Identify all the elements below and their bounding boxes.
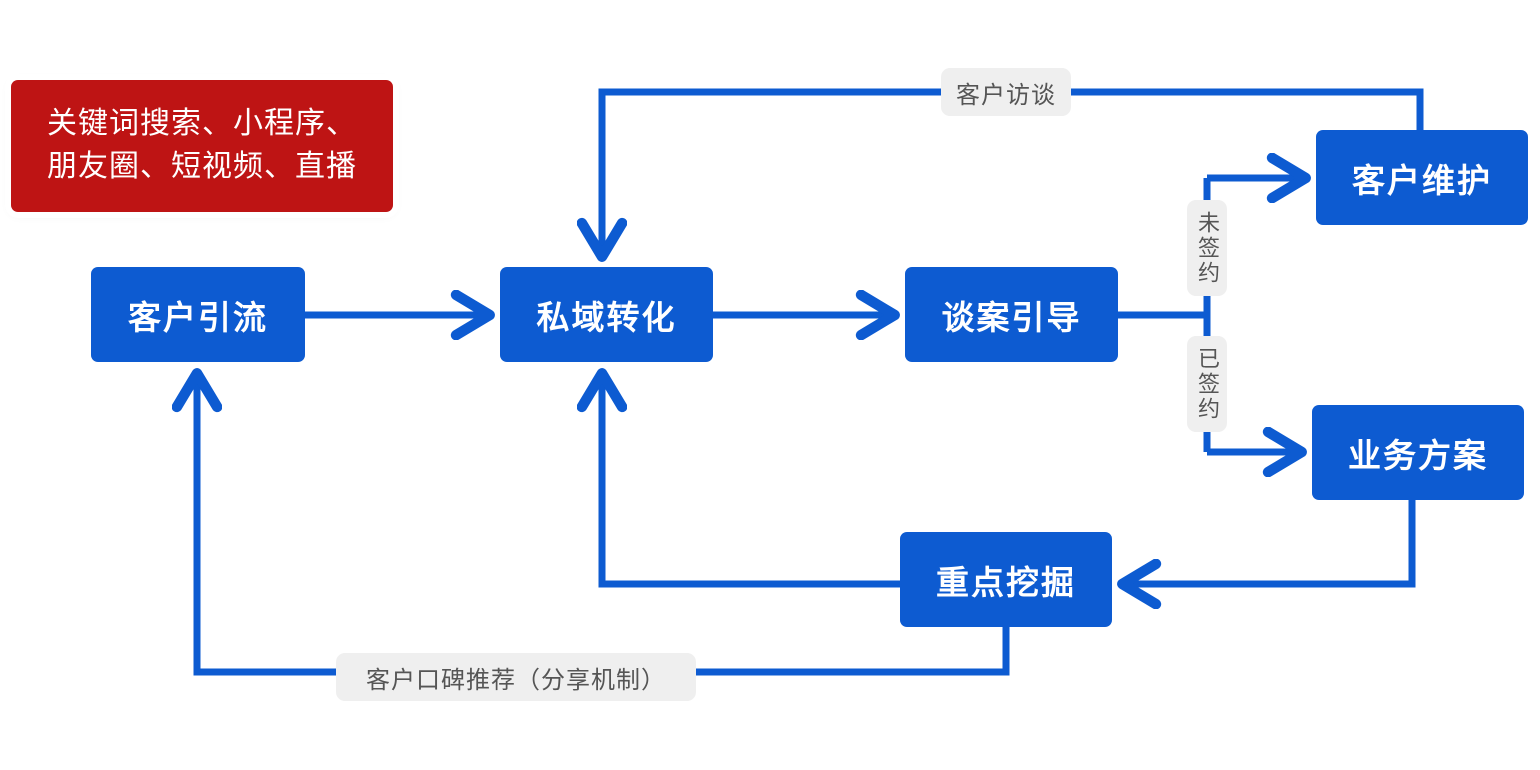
node-convert[interactable]: 私域转化 <box>500 267 713 362</box>
edge-label-unsigned-text: 未签约 <box>1195 210 1220 286</box>
node-maintain-label: 客户维护 <box>1352 161 1492 199</box>
node-deepdig-label: 重点挖掘 <box>936 563 1076 601</box>
node-channels-line2: 朋友圈、短视频、直播 <box>47 150 357 183</box>
node-consult[interactable]: 谈案引导 <box>905 267 1118 362</box>
node-channels-line1: 关键词搜索、小程序、 <box>47 107 357 141</box>
node-deepdig[interactable]: 重点挖掘 <box>900 532 1112 627</box>
edge-deepdig-to-acquire <box>197 375 1010 676</box>
node-maintain[interactable]: 客户维护 <box>1316 130 1528 225</box>
node-channels[interactable]: 关键词搜索、小程序、 朋友圈、短视频、直播 <box>11 80 393 212</box>
node-convert-label: 私域转化 <box>536 298 677 336</box>
edge-proposal-to-deepdig <box>1124 500 1416 584</box>
edge-label-unsigned: 未签约 <box>1187 200 1227 296</box>
edge-deepdig-to-convert <box>602 375 900 588</box>
node-proposal-label: 业务方案 <box>1348 436 1488 474</box>
node-consult-label: 谈案引导 <box>941 298 1082 336</box>
node-acquire-label: 客户引流 <box>128 298 268 336</box>
edge-label-signed: 已签约 <box>1187 336 1227 432</box>
edge-label-referral-text: 客户口碑推荐（分享机制） <box>366 666 666 694</box>
edge-label-interview-text: 客户访谈 <box>956 81 1056 109</box>
node-proposal[interactable]: 业务方案 <box>1312 405 1524 500</box>
node-acquire[interactable]: 客户引流 <box>91 267 305 362</box>
edge-maintain-to-convert <box>602 88 1424 255</box>
edge-label-referral: 客户口碑推荐（分享机制） <box>336 653 696 701</box>
edge-label-signed-text: 已签约 <box>1195 346 1220 422</box>
edge-label-interview: 客户访谈 <box>941 68 1071 116</box>
